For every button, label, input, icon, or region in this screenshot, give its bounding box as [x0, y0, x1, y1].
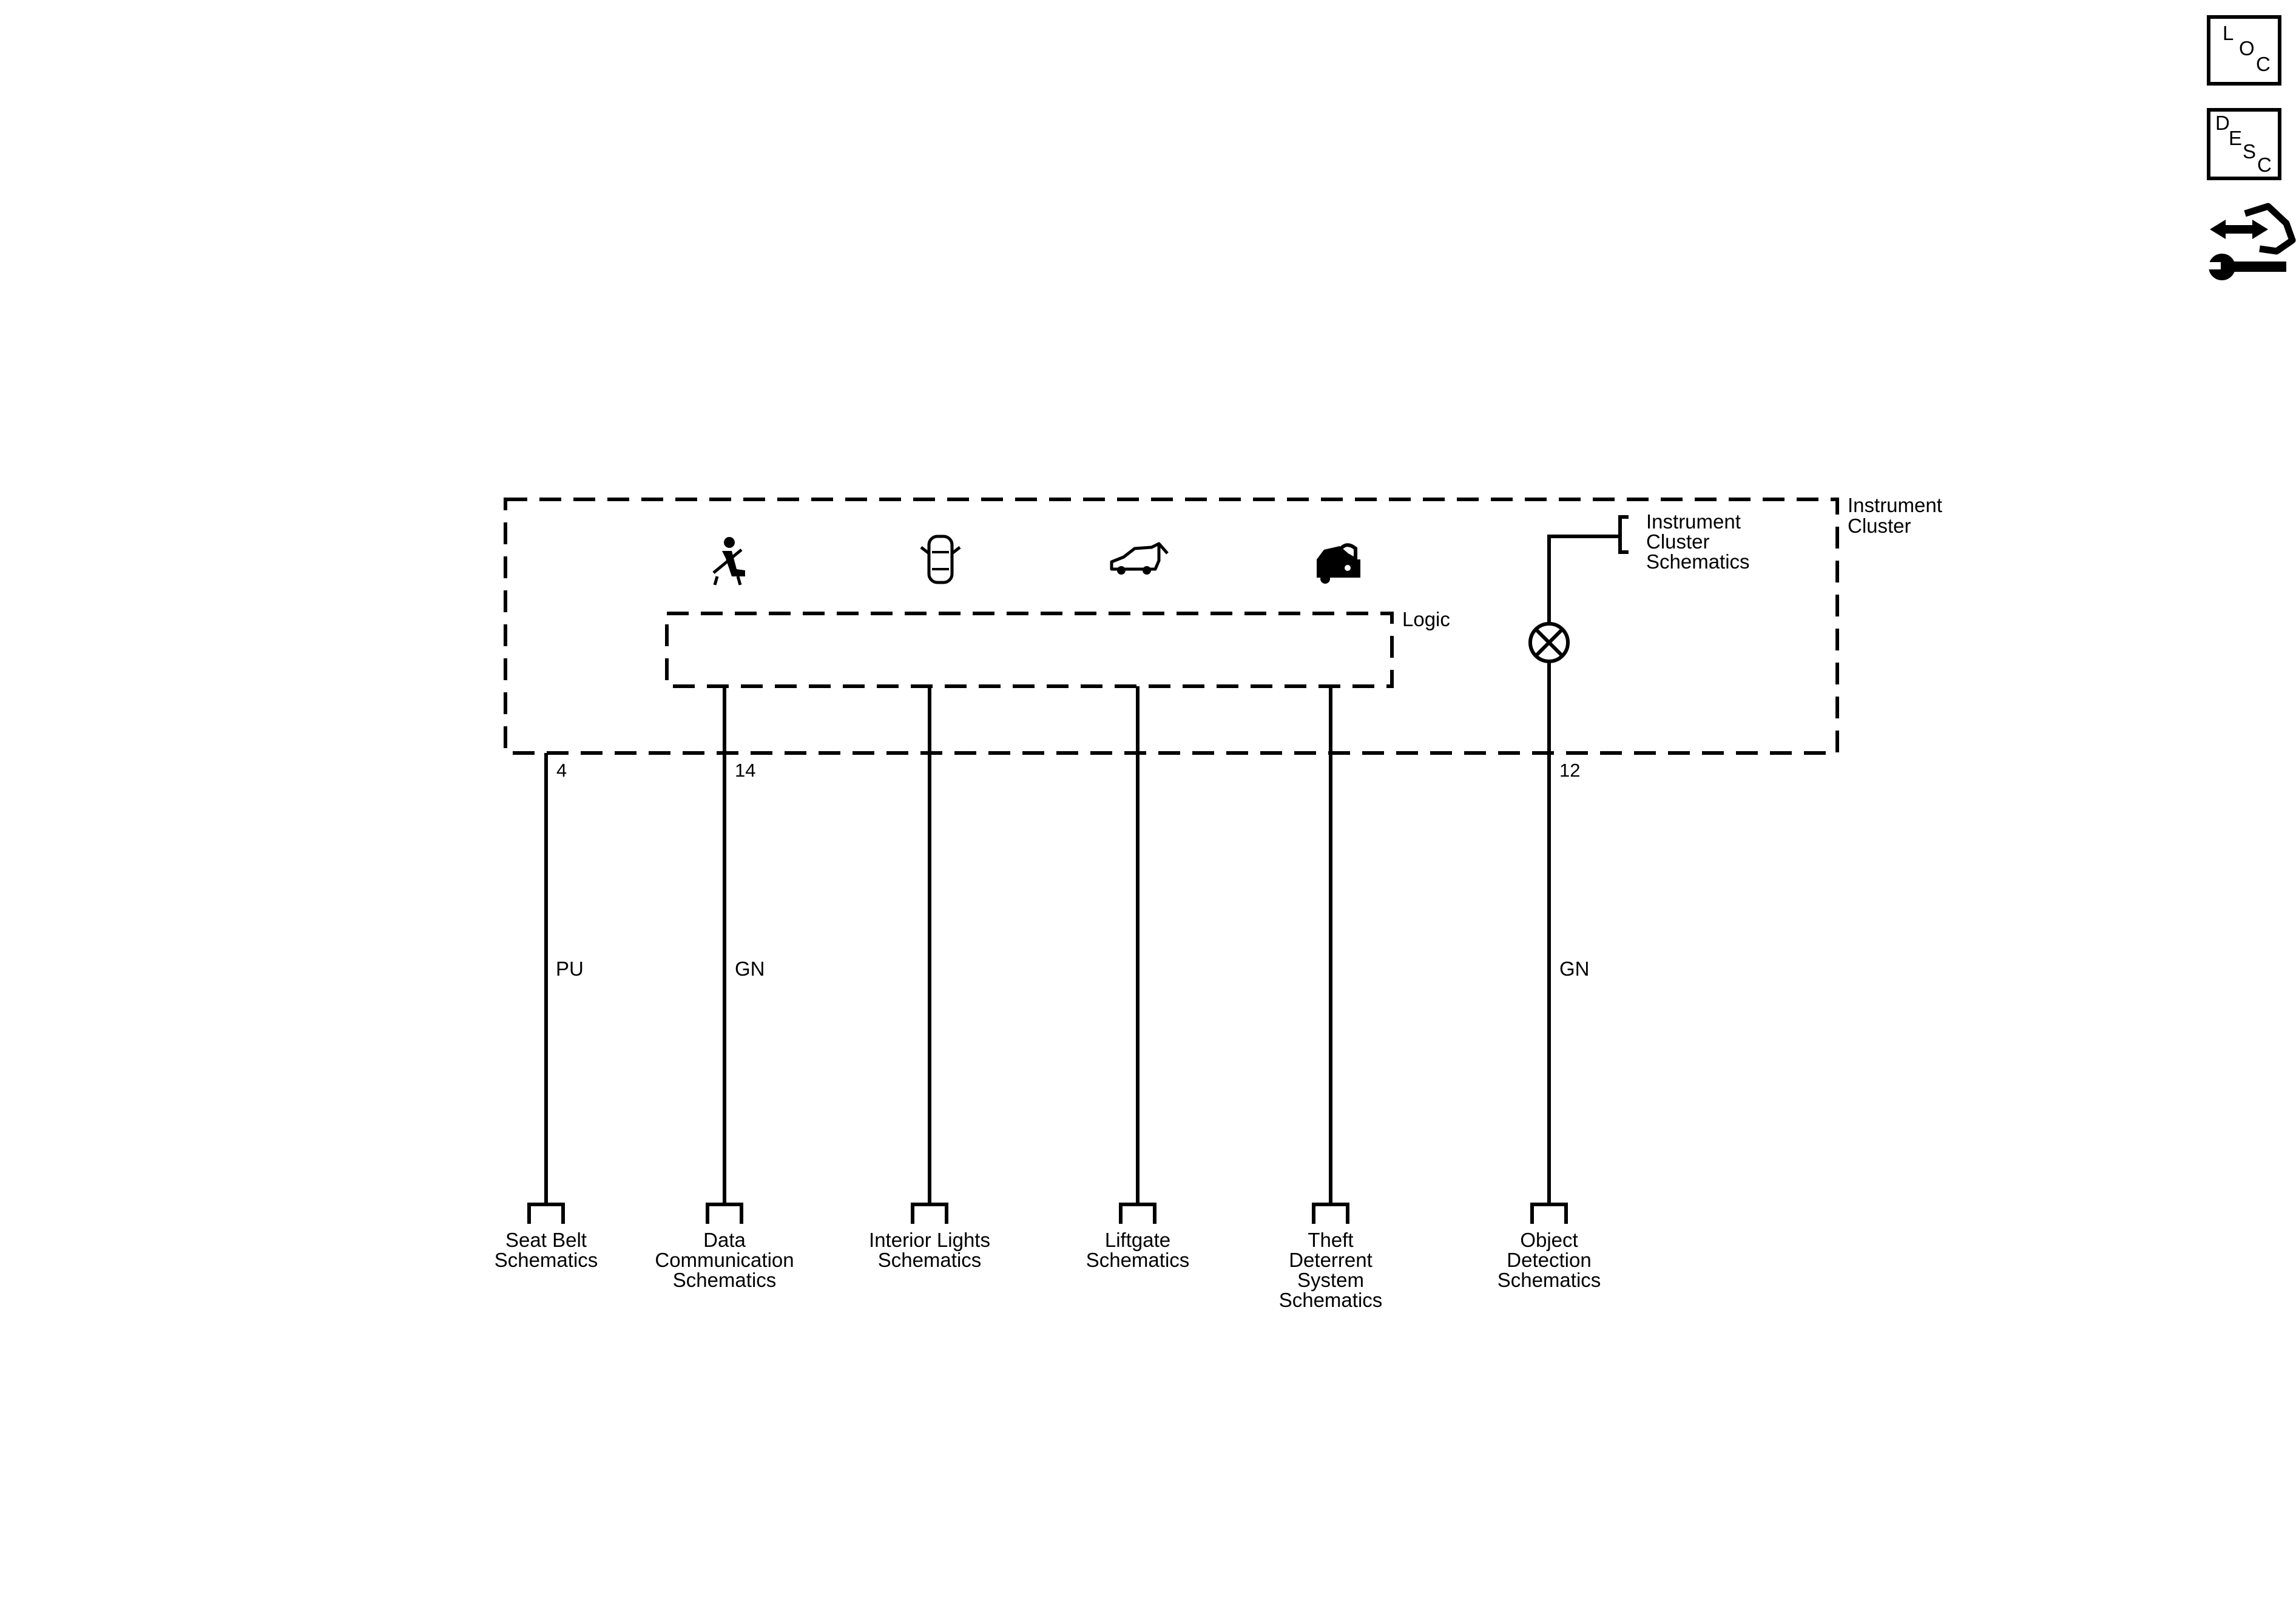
destination-line2[interactable]: Communication — [655, 1249, 794, 1271]
destination-line1[interactable]: Theft — [1308, 1229, 1353, 1251]
cluster-schematics-link-line1[interactable]: Instrument — [1646, 510, 1741, 533]
instrument-cluster-label-line2: Cluster — [1848, 515, 1911, 537]
wire-color-label: GN — [735, 957, 765, 980]
destination-line2[interactable]: Schematics — [1086, 1249, 1190, 1271]
desc-icon[interactable]: D E S C — [2207, 108, 2281, 180]
cluster-schematics-link-line3[interactable]: Schematics — [1646, 550, 1750, 573]
lamp-feed-wire — [1547, 535, 1620, 624]
desc-letter-c: C — [2257, 154, 2272, 176]
destination-line2[interactable]: Schematics — [495, 1249, 598, 1271]
liftgate-icon — [1110, 542, 1169, 575]
wire-color-label: GN — [1559, 957, 1590, 980]
logic-outline — [665, 612, 1394, 688]
link-bracket[interactable] — [706, 1203, 743, 1224]
pin-number: 4 — [556, 760, 567, 781]
seat-belt-icon — [712, 537, 745, 586]
link-bracket[interactable] — [1312, 1203, 1349, 1224]
cluster-schematics-link-line2[interactable]: Cluster — [1646, 530, 1710, 553]
loc-icon[interactable]: L O C — [2207, 15, 2281, 86]
circuit-data-communication: 14 GN Data Communication Schematics — [655, 686, 794, 1291]
connector-wrench-icon[interactable] — [2206, 203, 2296, 280]
destination-line1[interactable]: Object — [1520, 1229, 1578, 1251]
circuit-interior-lights: Interior Lights Schematics — [869, 686, 990, 1271]
instrument-cluster-label-line1: Instrument — [1848, 494, 1942, 516]
loc-letter-c: C — [2256, 53, 2271, 75]
logic-label: Logic — [1402, 608, 1450, 630]
desc-letter-s: S — [2243, 140, 2256, 163]
wire-color-label: PU — [556, 957, 584, 980]
loc-letter-l: L — [2223, 22, 2234, 44]
pin-number: 14 — [735, 760, 755, 781]
link-bracket[interactable] — [1530, 1203, 1568, 1224]
pin-number: 12 — [1559, 760, 1580, 781]
cluster-schematics-link-bracket[interactable] — [1618, 515, 1629, 554]
destination-line3[interactable]: Schematics — [673, 1269, 777, 1291]
link-bracket[interactable] — [911, 1203, 948, 1224]
destination-line2[interactable]: Deterrent — [1289, 1249, 1373, 1271]
link-bracket[interactable] — [1119, 1203, 1156, 1224]
destination-line1[interactable]: Data — [703, 1229, 746, 1251]
loc-letter-o: O — [2239, 37, 2255, 59]
destination-line1[interactable]: Interior Lights — [869, 1229, 990, 1251]
theft-lock-icon — [1317, 543, 1360, 584]
circuit-liftgate: Liftgate Schematics — [1086, 686, 1190, 1271]
destination-line1[interactable]: Liftgate — [1105, 1229, 1170, 1251]
circuit-theft-deterrent: Theft Deterrent System Schematics — [1279, 686, 1383, 1311]
door-ajar-icon — [920, 535, 961, 584]
lamp-icon — [1528, 622, 1570, 663]
desc-letter-e: E — [2229, 127, 2242, 149]
destination-line2[interactable]: Schematics — [878, 1249, 982, 1271]
destination-line2[interactable]: Detection — [1507, 1249, 1591, 1271]
destination-line3[interactable]: System — [1297, 1269, 1364, 1291]
destination-line4[interactable]: Schematics — [1279, 1289, 1383, 1311]
desc-letter-d: D — [2215, 112, 2230, 134]
circuit-seat-belt: 4 PU Seat Belt Schematics — [495, 753, 598, 1271]
destination-line1[interactable]: Seat Belt — [505, 1229, 587, 1251]
instrument-cluster-outline — [504, 498, 1839, 755]
circuit-object-detection: 12 GN Object Detection Schematics — [1497, 661, 1601, 1291]
link-bracket[interactable] — [527, 1203, 565, 1224]
destination-line3[interactable]: Schematics — [1497, 1269, 1601, 1291]
